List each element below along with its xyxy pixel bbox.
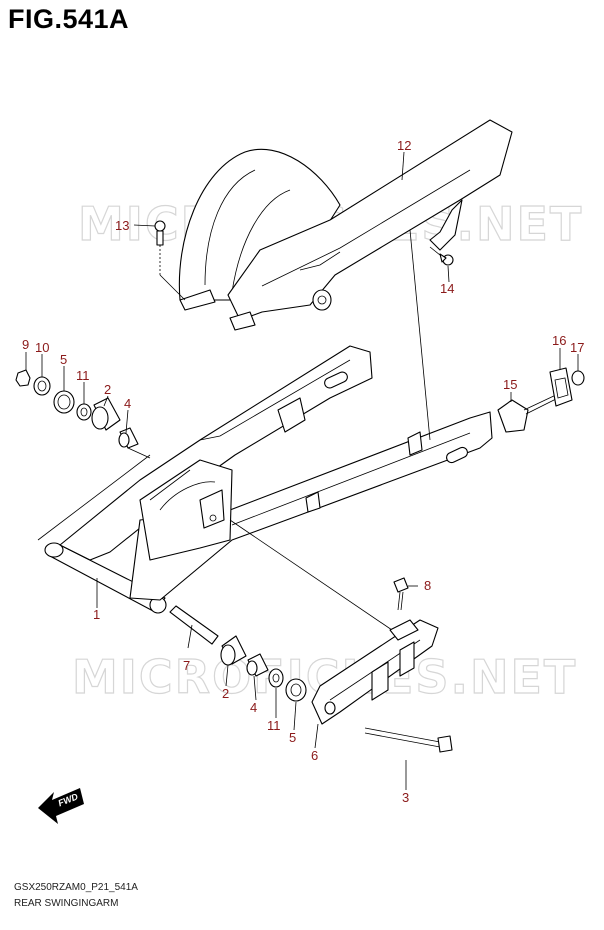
callout-14: 14 bbox=[440, 281, 454, 296]
callout-1: 1 bbox=[93, 607, 100, 622]
part-swingarm[interactable] bbox=[44, 345, 493, 614]
part-adjuster-15[interactable] bbox=[497, 393, 559, 433]
fwd-arrow-icon: FWD bbox=[38, 788, 84, 824]
part-chain-guide-6[interactable] bbox=[311, 619, 439, 725]
callout-5-right: 5 bbox=[289, 730, 296, 745]
callout-6: 6 bbox=[311, 748, 318, 763]
figure-name: REAR SWINGINGARM bbox=[14, 898, 119, 909]
callout-2-left: 2 bbox=[104, 382, 111, 397]
part-seal-5-right[interactable] bbox=[285, 678, 307, 702]
callout-9: 9 bbox=[22, 337, 29, 352]
part-collar-11-left[interactable] bbox=[76, 403, 92, 421]
part-bearing-2-left[interactable] bbox=[91, 397, 121, 431]
callout-7: 7 bbox=[183, 658, 190, 673]
callout-13: 13 bbox=[115, 218, 129, 233]
part-bearing-4-left[interactable] bbox=[118, 427, 139, 449]
part-bolt-8[interactable] bbox=[393, 577, 409, 611]
figure-code: GSX250RZAM0_P21_541A bbox=[14, 882, 138, 893]
callout-5-left: 5 bbox=[60, 352, 67, 367]
figure-title: FIG.541A bbox=[8, 4, 130, 34]
part-chain-cover[interactable] bbox=[178, 119, 513, 331]
callout-11-left: 11 bbox=[76, 368, 90, 383]
part-nut-9[interactable] bbox=[15, 369, 31, 387]
part-washer-10[interactable] bbox=[33, 376, 51, 396]
part-bearing-4-right[interactable] bbox=[246, 653, 269, 677]
callout-4-left: 4 bbox=[124, 396, 131, 411]
callout-16: 16 bbox=[552, 333, 566, 348]
callout-4-right: 4 bbox=[250, 700, 257, 715]
callout-17: 17 bbox=[570, 340, 584, 355]
part-plate-16[interactable] bbox=[549, 367, 573, 407]
part-screw-14[interactable] bbox=[429, 246, 454, 266]
part-collar-11-right[interactable] bbox=[268, 668, 284, 688]
part-nut-17[interactable] bbox=[571, 370, 585, 386]
callout-15: 15 bbox=[503, 377, 517, 392]
callout-8: 8 bbox=[424, 578, 431, 593]
part-bolt-3[interactable] bbox=[364, 727, 453, 753]
callout-2-right: 2 bbox=[222, 686, 229, 701]
part-pivot-shaft-7[interactable] bbox=[169, 605, 219, 645]
callout-10: 10 bbox=[35, 340, 49, 355]
callout-11-right: 11 bbox=[267, 718, 281, 733]
part-seal-5-left[interactable] bbox=[53, 390, 75, 414]
callout-3: 3 bbox=[402, 790, 409, 805]
callout-12: 12 bbox=[397, 138, 411, 153]
